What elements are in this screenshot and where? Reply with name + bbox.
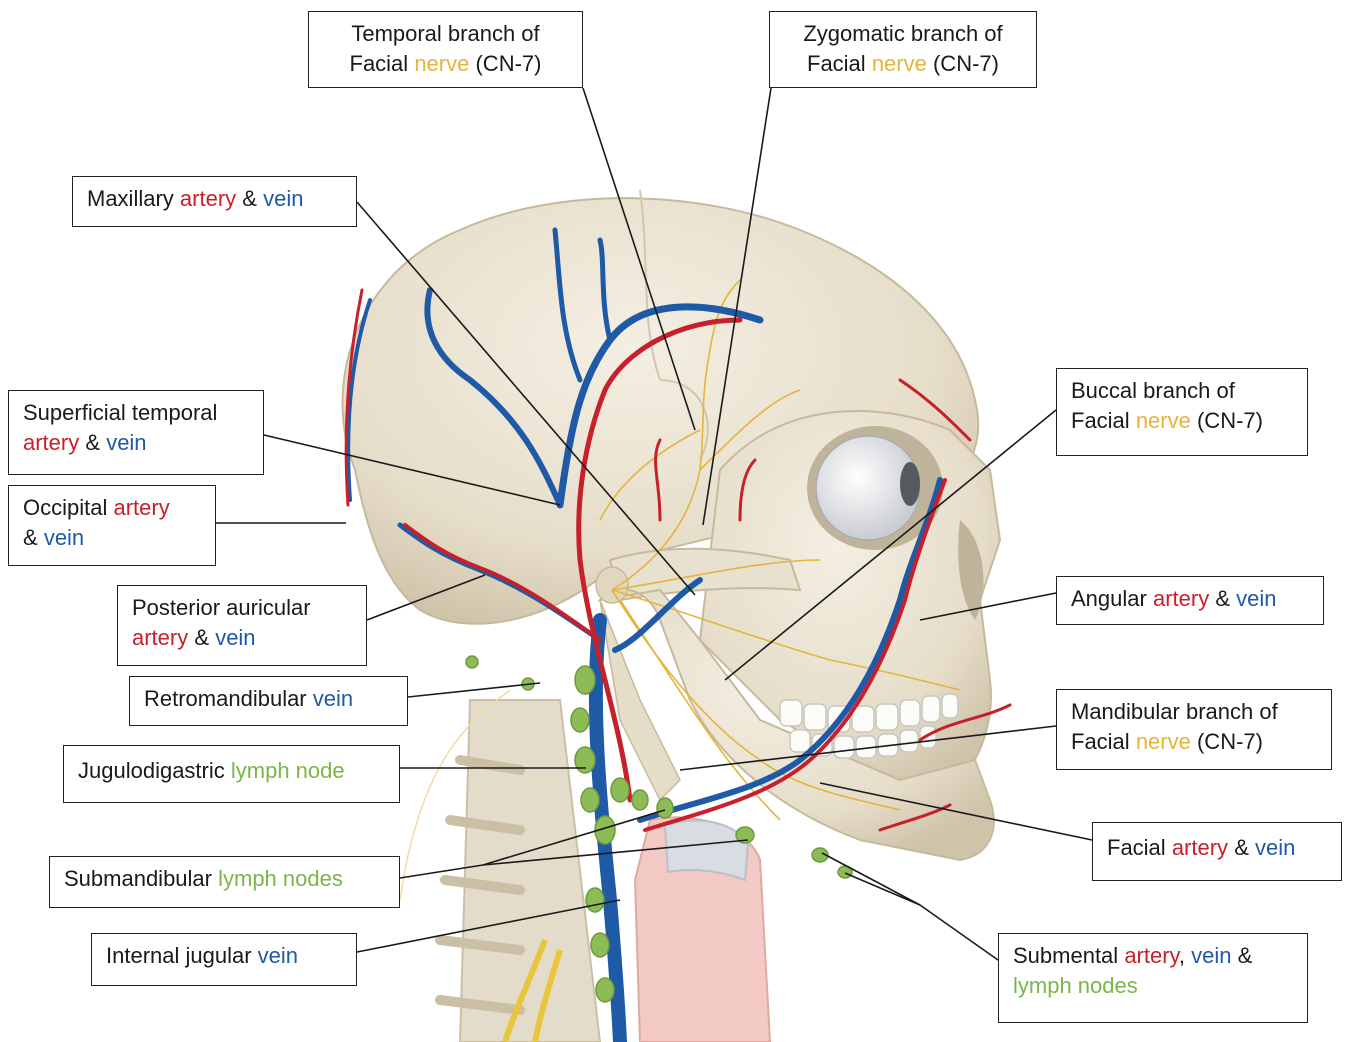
maxillary-name: Maxillary — [87, 186, 174, 211]
label-submental: Submental artery, vein & lymph nodes — [998, 933, 1308, 1023]
buccal-cn: (CN-7) — [1196, 408, 1263, 433]
label-mandibular-branch: Mandibular branch of Facial nerve (CN-7) — [1056, 689, 1332, 770]
mastoid-process — [595, 566, 629, 604]
zygomatic-cn: (CN-7) — [932, 51, 999, 76]
label-internal-jugular: Internal jugular vein — [91, 933, 357, 986]
thyroid-cartilage — [663, 819, 750, 882]
iris — [900, 462, 920, 506]
submental-artery: artery — [1124, 943, 1179, 968]
maxillary-vein: vein — [263, 186, 304, 211]
jugulodigastric-lymph: lymph node — [230, 758, 345, 783]
spine-processes — [435, 755, 525, 1015]
label-zygomatic-branch: Zygomatic branch of Facial nerve (CN-7) — [769, 11, 1037, 88]
temporal-nerve: nerve — [414, 51, 470, 76]
superficial-temporal-amp: & — [85, 430, 101, 455]
cranium — [341, 197, 980, 625]
label-superficial-temporal: Superficial temporal artery & vein — [8, 390, 264, 475]
skull-sutures — [639, 189, 709, 461]
cervical-spine — [458, 699, 602, 1042]
superficial-temporal-name: Superficial temporal — [23, 400, 218, 425]
buccal-facial: Facial — [1071, 408, 1130, 433]
maxillary-amp: & — [242, 186, 257, 211]
label-temporal-branch: Temporal branch of Facial nerve (CN-7) — [308, 11, 583, 88]
neck-nerve-thin — [399, 689, 511, 901]
buccal-nerve: nerve — [1135, 408, 1191, 433]
submental-lymph: lymph nodes — [1013, 973, 1138, 998]
jugulodigastric-name: Jugulodigastric — [78, 758, 225, 783]
temporal-cn: (CN-7) — [475, 51, 542, 76]
facial-vein: vein — [1255, 835, 1296, 860]
teeth — [779, 693, 959, 759]
label-buccal-branch: Buccal branch of Facial nerve (CN-7) — [1056, 368, 1308, 456]
mandibular-cn: (CN-7) — [1196, 729, 1263, 754]
posterior-auricular-artery: artery — [132, 625, 189, 650]
label-maxillary: Maxillary artery & vein — [72, 176, 357, 227]
label-angular: Angular artery & vein — [1056, 576, 1324, 625]
nasal-aperture — [958, 520, 984, 620]
retromandibular-name: Retromandibular — [144, 686, 307, 711]
posterior-auricular-amp: & — [194, 625, 210, 650]
submandibular-lymph: lymph nodes — [218, 866, 343, 891]
label-posterior-auricular: Posterior auricular artery & vein — [117, 585, 367, 666]
mandibular-nerve: nerve — [1135, 729, 1191, 754]
facial-artery: artery — [1171, 835, 1229, 860]
submental-comma: , — [1178, 943, 1186, 968]
zygomatic-line1: Zygomatic branch of — [803, 21, 1003, 46]
label-submandibular: Submandibular lymph nodes — [49, 856, 400, 908]
angular-name: Angular — [1071, 586, 1147, 611]
zygomatic-facial: Facial — [807, 51, 866, 76]
temporal-facial: Facial — [349, 51, 409, 76]
posterior-auricular-vein: vein — [215, 625, 256, 650]
mandibular-facial: Facial — [1071, 729, 1130, 754]
occipital-name: Occipital — [23, 495, 108, 520]
angular-artery: artery — [1152, 586, 1210, 611]
internal-jugular-name: Internal jugular — [106, 943, 252, 968]
facial-name: Facial — [1107, 835, 1166, 860]
submental-vein: vein — [1191, 943, 1232, 968]
superficial-temporal-vein: vein — [106, 430, 147, 455]
occipital-vein: vein — [43, 525, 85, 550]
cervical-nerves — [502, 938, 563, 1042]
angular-vein: vein — [1236, 586, 1277, 611]
angular-amp: & — [1215, 586, 1231, 611]
mandibular-line1: Mandibular branch of — [1071, 699, 1278, 724]
temporal-line1: Temporal branch of — [351, 21, 540, 46]
arteries — [344, 288, 1012, 832]
buccal-line1: Buccal branch of — [1071, 378, 1235, 403]
leader-lines — [216, 87, 1093, 961]
zygomatic-nerve: nerve — [871, 51, 927, 76]
submental-name: Submental — [1013, 943, 1119, 968]
eyeball — [815, 435, 921, 541]
posterior-auricular-name: Posterior auricular — [132, 595, 311, 620]
facial-amp: & — [1234, 835, 1249, 860]
maxillary-artery: artery — [179, 186, 237, 211]
label-facial-artery-vein: Facial artery & vein — [1092, 822, 1342, 881]
label-retromandibular: Retromandibular vein — [129, 676, 408, 726]
submandibular-name: Submandibular — [64, 866, 212, 891]
label-jugulodigastric: Jugulodigastric lymph node — [63, 745, 400, 803]
internal-jugular-vein: vein — [257, 943, 299, 968]
occipital-artery: artery — [113, 495, 170, 520]
occipital-amp: & — [23, 525, 38, 550]
label-occipital: Occipital artery & vein — [8, 485, 216, 566]
submental-amp: & — [1237, 943, 1253, 968]
retromandibular-vein: vein — [312, 686, 354, 711]
superficial-temporal-artery: artery — [23, 430, 80, 455]
